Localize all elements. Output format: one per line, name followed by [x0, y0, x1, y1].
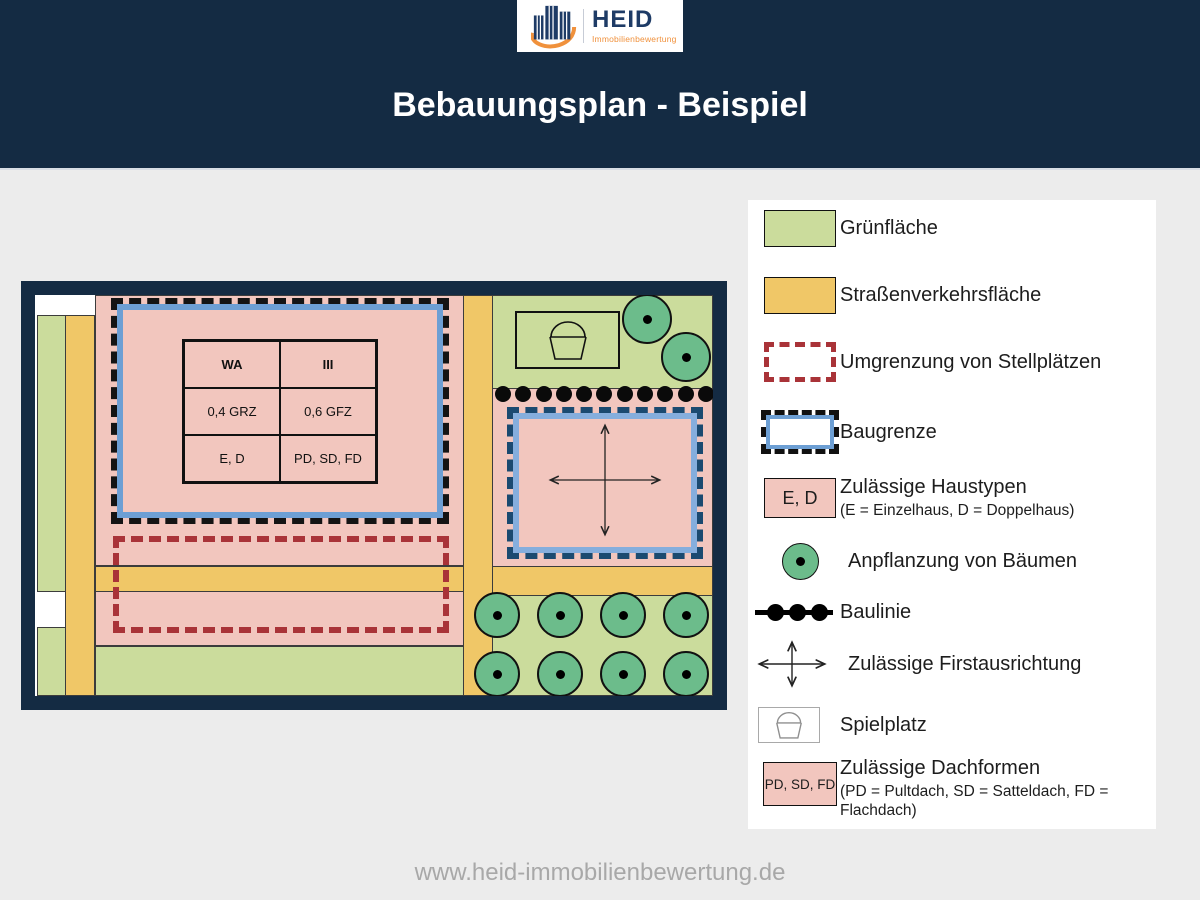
bebauungsplan-map: WA III 0,4 GRZ 0,6 GFZ E, D PD, SD, FD [21, 281, 727, 710]
bauline-dot [576, 386, 593, 402]
legend-item-haustypen: E, D Zulässige Haustypen (E = Einzelhaus… [748, 474, 1156, 522]
legend-item-stellplaetze: Umgrenzung von Stellplätzen [748, 340, 1156, 384]
legend-item-strassenflaeche: Straßenverkehrsfläche [748, 275, 1156, 315]
tree-icon [537, 592, 583, 638]
legend-label: Umgrenzung von Stellplätzen [840, 350, 1102, 373]
legend-sublabel: (PD = Pultdach, SD = Satteldach, FD = Fl… [840, 783, 1109, 820]
street-vertical-left [65, 315, 95, 696]
bauline-dot [535, 386, 552, 402]
bauline-dot [657, 386, 674, 402]
bauline-dot [596, 386, 613, 402]
logo-text: HEID Immobilienbewertung [592, 6, 677, 45]
legend-label: Zulässige Dachformen [840, 757, 1041, 779]
legend-label: Baugrenze [840, 420, 937, 443]
green-area-swatch [764, 209, 836, 247]
plan-spec-table: WA III 0,4 GRZ 0,6 GFZ E, D PD, SD, FD [182, 339, 378, 484]
legend-item-baeume: Anpflanzung von Bäumen [748, 541, 1156, 581]
table-cell: 0,4 GRZ [184, 388, 280, 435]
legend-item-spielplatz: Spielplatz [748, 705, 1156, 745]
header-band: HEID Immobilienbewertung Bebauungsplan -… [0, 0, 1200, 170]
legend-label: Grünfläche [840, 216, 938, 239]
legend-label: Zulässige Haustypen [840, 476, 1027, 499]
playground-basket-icon [548, 321, 587, 360]
baugrenze-right [507, 407, 703, 559]
logo-name: HEID [592, 6, 654, 33]
baugrenze-left [111, 298, 449, 524]
green-strip-bottom-left [95, 646, 464, 696]
bauline-dot [677, 386, 694, 402]
legend-text-block: Zulässige Dachformen (PD = Pultdach, SD … [840, 756, 1140, 821]
table-cell: 0,6 GFZ [280, 388, 376, 435]
tree-icon [474, 592, 520, 638]
table-cell: WA [184, 341, 280, 388]
green-strip-left-top [37, 315, 66, 592]
legend-item-gruenflaeche: Grünfläche [748, 208, 1156, 248]
legend-item-baulinie: Baulinie [748, 599, 1156, 625]
tree-icon [537, 651, 583, 696]
legend-label: Baulinie [840, 600, 912, 623]
parking-boundary-dashed-rect-icon [764, 342, 836, 382]
bauline-icon [755, 603, 833, 621]
legend-text-block: Zulässige Haustypen (E = Einzelhaus, D =… [840, 475, 1074, 520]
bauline-dot [495, 386, 511, 402]
baugrenze-right-inner [513, 413, 697, 553]
tree-icon [663, 651, 709, 696]
legend-label: Anpflanzung von Bäumen [848, 549, 1078, 572]
table-cell: E, D [184, 435, 280, 482]
legend-label: Straßenverkehrsfläche [840, 283, 1042, 306]
table-cell: PD, SD, FD [280, 435, 376, 482]
ridge-direction-cross-icon [547, 422, 663, 538]
bauline-dot [555, 386, 572, 402]
legend-item-baugrenze: Baugrenze [748, 408, 1156, 456]
legend-item-dachformen: PD, SD, FD Zulässige Dachformen (PD = Pu… [748, 756, 1156, 828]
playground-area [515, 311, 620, 369]
street-horizontal-right [492, 566, 713, 596]
roofform-swatch: PD, SD, FD [763, 762, 837, 806]
legend-item-firstausrichtung: Zulässige Firstausrichtung [748, 638, 1156, 690]
tree-icon [781, 542, 819, 580]
bauline-dots [495, 386, 713, 402]
housetype-swatch: E, D [764, 478, 836, 518]
bauline-dot [515, 386, 532, 402]
logo-subtitle: Immobilienbewertung [592, 34, 677, 44]
bauline-dot [697, 386, 713, 402]
legend-label: Zulässige Firstausrichtung [848, 652, 1082, 675]
table-cell: III [280, 341, 376, 388]
heid-buildings-icon [531, 5, 577, 49]
baugrenze-left-inner [117, 304, 443, 518]
parking-boundary-dashed-rect [113, 536, 449, 633]
bauline-dot [616, 386, 633, 402]
tree-icon [600, 592, 646, 638]
tree-icon [600, 651, 646, 696]
street-horizontal-left [95, 566, 464, 592]
logo-divider [583, 9, 584, 43]
heid-logo: HEID Immobilienbewertung [517, 0, 683, 52]
green-strip-left-bottom [37, 627, 66, 696]
tree-icon [661, 332, 711, 382]
building-strip-lower [95, 591, 464, 646]
legend-label: Spielplatz [840, 713, 927, 736]
ridge-direction-cross-icon [756, 639, 828, 689]
tree-icon [622, 295, 672, 344]
page-title: Bebauungsplan - Beispiel [392, 86, 808, 124]
footer-url: www.heid-immobilienbewertung.de [414, 859, 786, 886]
tree-icon [474, 651, 520, 696]
playground-icon [758, 707, 820, 743]
tree-icon [663, 592, 709, 638]
baugrenze-rect-icon [761, 410, 839, 454]
legend-panel: Grünfläche Straßenverkehrsfläche Umgrenz… [748, 200, 1156, 829]
bauline-dot [637, 386, 654, 402]
street-area-swatch [764, 276, 836, 314]
plan-canvas: WA III 0,4 GRZ 0,6 GFZ E, D PD, SD, FD [35, 295, 713, 696]
legend-sublabel: (E = Einzelhaus, D = Doppelhaus) [840, 502, 1075, 520]
